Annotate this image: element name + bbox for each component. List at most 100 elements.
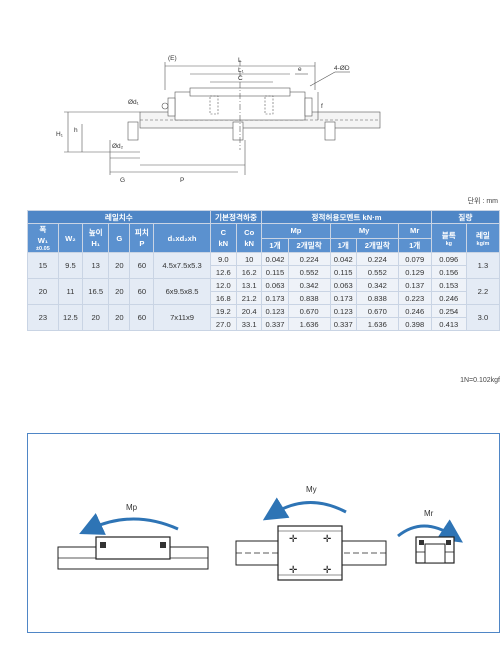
cell-block: 0.246 [430, 291, 467, 305]
cell-c0: 33.1 [236, 317, 263, 331]
cell-c0: 13.1 [236, 278, 263, 292]
cell-dxh: 4.5x7.5x5.3 [153, 252, 211, 279]
cell-p: 60 [129, 278, 155, 305]
unit-note: 단위 : mm [467, 198, 498, 205]
dim-e-paren: (E) [168, 55, 177, 62]
cell-g: 20 [108, 278, 131, 305]
cell-p: 60 [129, 304, 155, 331]
header-static-moment: 정적허용모멘트 kN·m [261, 210, 432, 224]
cell-rail-kg: 2.2 [465, 278, 501, 305]
header-mp: Mp [261, 223, 331, 239]
my-arrow [262, 497, 347, 521]
conversion-note: 1N=0.102kgf [460, 377, 500, 384]
dim-d2: Ød₂ [112, 143, 124, 150]
cell-c0: 10 [236, 252, 263, 266]
table-row: 27.0 33.1 0.337 1.636 0.337 1.636 0.398 … [28, 317, 500, 331]
cell-my1: 0.042 [329, 252, 357, 266]
cell-mr: 0.398 [397, 317, 432, 331]
cell-mp1: 0.115 [261, 265, 289, 279]
cell-mr: 0.246 [397, 304, 432, 318]
cell-mp1: 0.173 [261, 291, 289, 305]
svg-text:✛: ✛ [323, 534, 331, 545]
header-mp-one: 1개 [261, 237, 289, 253]
header-w2: W₂ [57, 223, 83, 253]
dim-l1: L₁ [238, 67, 245, 74]
mp-arrow [79, 513, 179, 535]
dim-d1: Ød₁ [128, 99, 140, 106]
cell-c: 12.0 [209, 278, 238, 292]
table-row: 20 11 16.5 20 60 6x9.5x8.5 12.0 13.1 0.0… [27, 278, 501, 305]
cell-c0: 16.2 [236, 265, 263, 279]
cell-mr: 0.079 [397, 252, 432, 266]
cell-block: 0.254 [430, 304, 467, 318]
cell-my1: 0.123 [329, 304, 357, 318]
cell-c: 19.2 [209, 304, 238, 318]
header-rail-dims: 레일치수 [27, 210, 211, 224]
header-mr: Mr [397, 223, 432, 239]
drawing-svg: (E) L L₁ C e 4-ØD Ød₁ Ød₂ H₁ h G P f [56, 55, 381, 184]
cell-h1: 20 [81, 304, 110, 331]
header-g: G [108, 223, 131, 253]
cell-g: 20 [108, 252, 131, 279]
cell-rail-kg: 1.3 [465, 252, 501, 279]
header-width: 폭 W₁ ±0.05 [27, 223, 59, 253]
cell-w2: 12.5 [57, 304, 83, 331]
cell-c: 27.0 [209, 317, 238, 331]
cell-my1: 0.063 [329, 278, 357, 292]
svg-text:✛: ✛ [289, 534, 297, 545]
cell-rail-kg: 3.0 [465, 304, 501, 331]
cell-w1: 23 [27, 304, 59, 331]
cell-my2: 0.552 [355, 265, 399, 279]
cell-mp1: 0.123 [261, 304, 289, 318]
cell-my2: 0.670 [355, 304, 399, 318]
cell-dxh: 7x11x9 [153, 304, 211, 331]
cell-my2: 0.224 [355, 252, 399, 266]
cell-c: 12.6 [209, 265, 238, 279]
header-my-one: 1개 [329, 237, 357, 253]
dim-f: f [321, 103, 323, 110]
header-mp-two: 2개밀착 [287, 237, 331, 253]
cell-w1: 20 [27, 278, 59, 305]
dim-h1: H₁ [56, 131, 64, 138]
cell-my1: 0.115 [329, 265, 357, 279]
header-mr-one: 1개 [397, 237, 432, 253]
cell-c: 9.0 [209, 252, 238, 266]
cell-my1: 0.173 [329, 291, 357, 305]
cell-c0: 21.2 [236, 291, 263, 305]
table-row: 12.6 16.2 0.115 0.552 0.115 0.552 0.129 … [28, 265, 500, 279]
cell-my2: 1.636 [355, 317, 399, 331]
my-diagram: My ✛ ✛ ✛ ✛ [235, 485, 387, 581]
mr-arrow [397, 519, 463, 543]
table-row: 16.8 21.2 0.173 0.838 0.173 0.838 0.223 … [28, 291, 500, 305]
mr-diagram: Mr [397, 509, 463, 564]
table-row: 15 9.5 13 20 60 4.5x7.5x5.3 9.0 10 0.042… [27, 252, 501, 279]
cell-dxh: 6x9.5x8.5 [153, 278, 211, 305]
cell-mp2: 0.342 [287, 278, 331, 292]
rail-block-drawing: (E) L L₁ C e 4-ØD Ød₁ Ød₂ H₁ h G P f [40, 40, 400, 200]
dim-p: P [180, 177, 184, 184]
cell-h1: 16.5 [81, 278, 110, 305]
cell-block: 0.413 [430, 317, 467, 331]
dim-c: C [238, 75, 243, 82]
cell-p: 60 [129, 252, 155, 279]
cell-w2: 9.5 [57, 252, 83, 279]
dim-h: h [74, 127, 78, 134]
cell-w1: 15 [27, 252, 59, 279]
header-basic-load: 기본정격하중 [209, 210, 263, 224]
cell-w2: 11 [57, 278, 83, 305]
moment-diagram: Mp My ✛ ✛ ✛ ✛ Mr [27, 433, 500, 633]
header-dxdxh: d₁xd₂xh [153, 223, 211, 253]
cell-my2: 0.838 [355, 291, 399, 305]
cell-c0: 20.4 [236, 304, 263, 318]
my-label: My [306, 485, 317, 494]
cell-mr: 0.129 [397, 265, 432, 279]
cell-mp1: 0.063 [261, 278, 289, 292]
cell-mp1: 0.337 [261, 317, 289, 331]
cell-my1: 0.337 [329, 317, 357, 331]
mp-label: Mp [126, 503, 138, 512]
svg-text:✛: ✛ [323, 565, 331, 576]
dim-4d: 4-ØD [334, 65, 350, 72]
